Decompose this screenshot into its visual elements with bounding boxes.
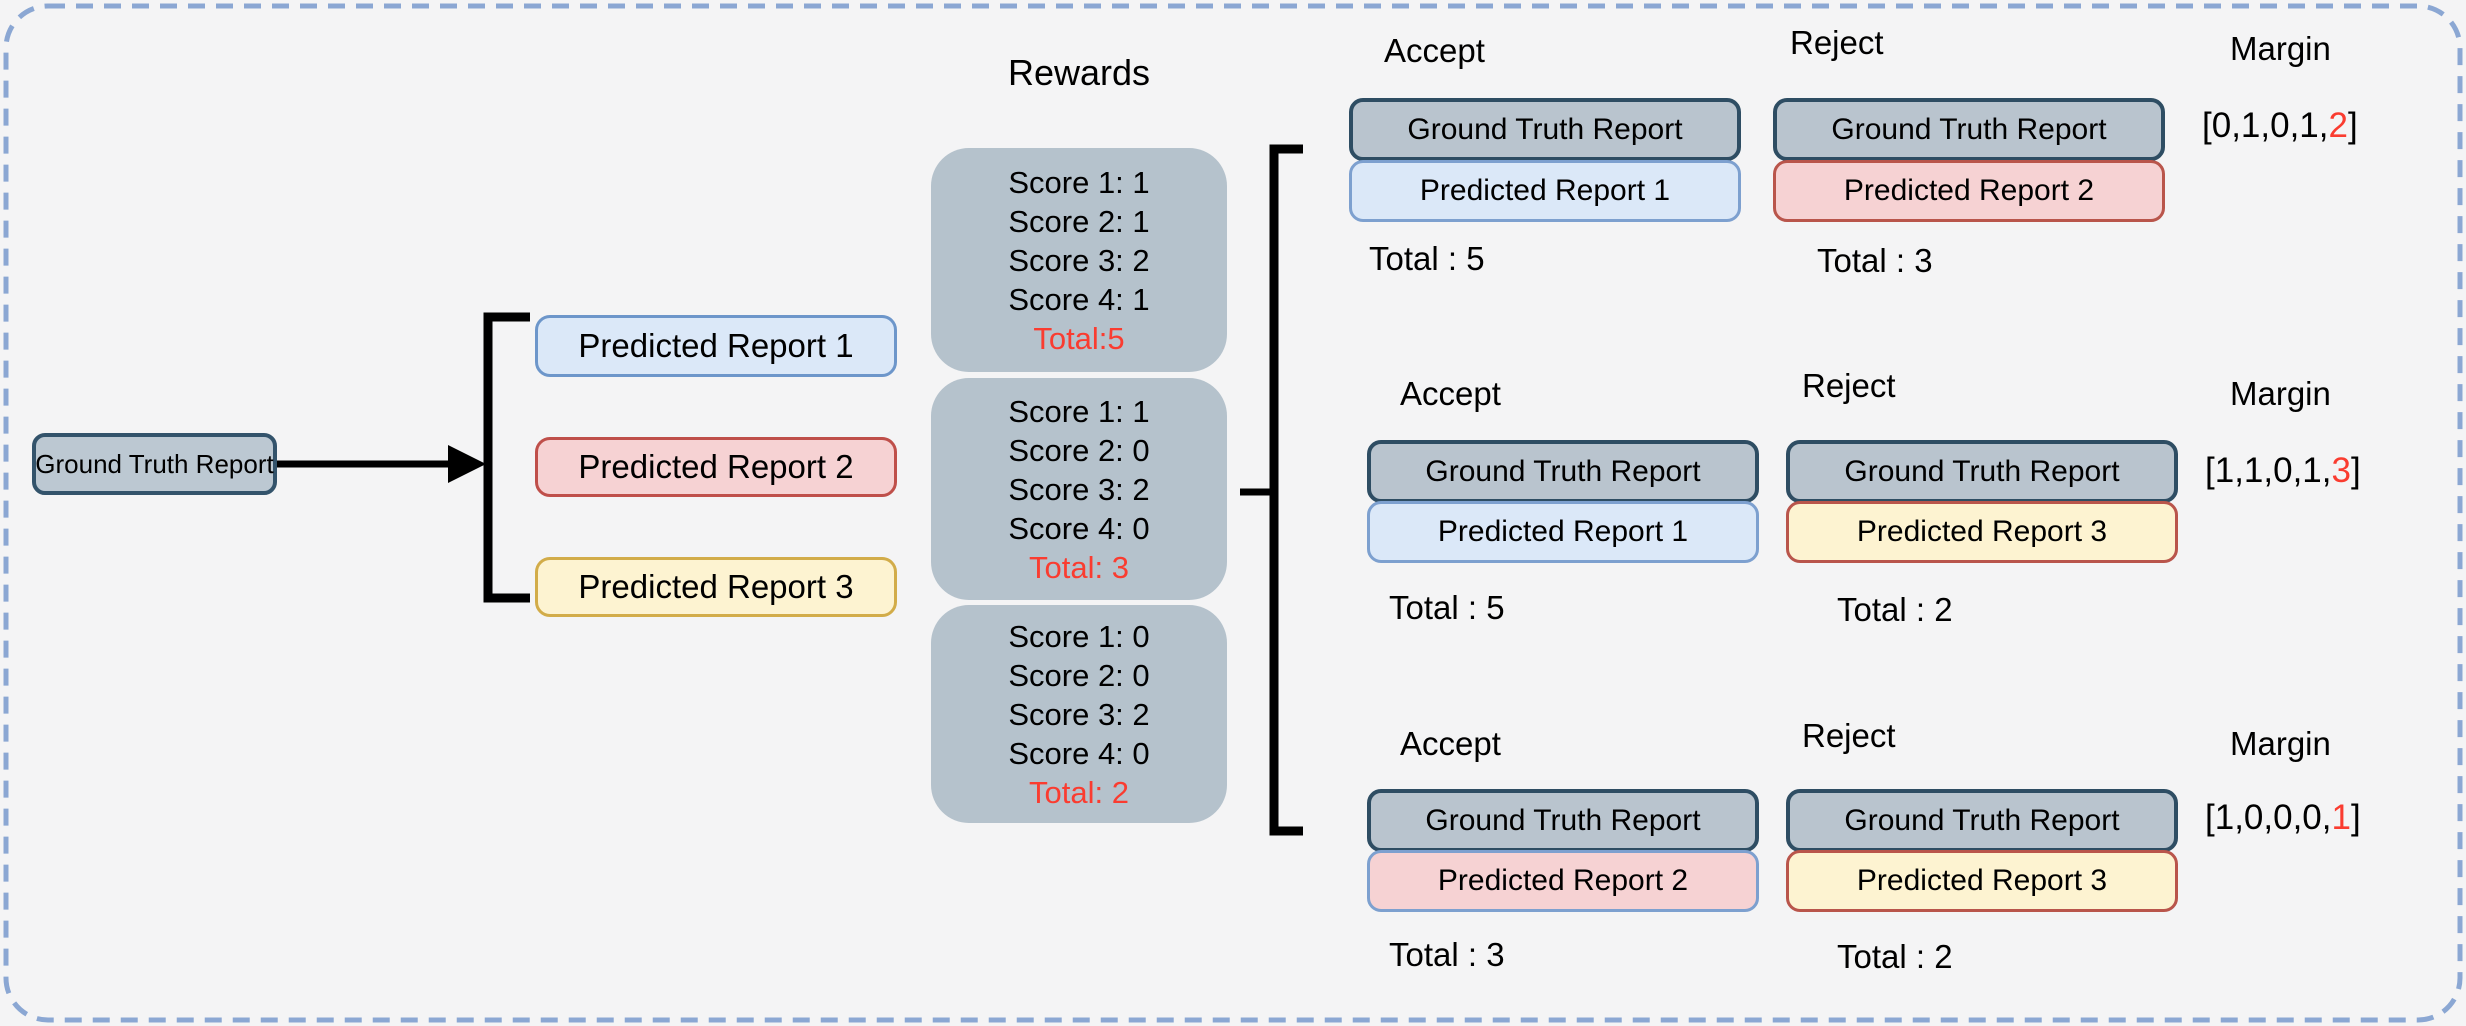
accept-pair-bottom-row1: Predicted Report 1 bbox=[1349, 160, 1741, 222]
score-line: Score 3: 2 bbox=[1008, 242, 1150, 278]
score-line: Score 3: 2 bbox=[1008, 471, 1150, 507]
reject-top-label: Ground Truth Report bbox=[1831, 112, 2107, 146]
accept-bottom-label: Predicted Report 1 bbox=[1437, 515, 1689, 548]
reject-pair-bottom-row1: Predicted Report 2 bbox=[1773, 160, 2165, 222]
margin-header-row1: Margin bbox=[2230, 30, 2331, 67]
reject-total-row3: Total : 2 bbox=[1837, 938, 1953, 975]
reject-header-row2: Reject bbox=[1802, 367, 1896, 404]
accept-pair-top-row2: Ground Truth Report bbox=[1367, 440, 1759, 503]
predicted-report-3-label: Predicted Report 3 bbox=[578, 568, 854, 605]
score-total: Total: 3 bbox=[1029, 549, 1129, 585]
score-line: Score 2: 1 bbox=[1008, 203, 1150, 239]
score-line: Score 1: 1 bbox=[1008, 164, 1150, 200]
margin-value-row3: [1,0,0,0,1] bbox=[2205, 798, 2361, 838]
score-total: Total: 2 bbox=[1029, 774, 1129, 810]
arrow-head-icon bbox=[448, 445, 486, 483]
predicted-report-1-node: Predicted Report 1 bbox=[535, 315, 897, 377]
score-line: Score 1: 1 bbox=[1008, 393, 1150, 429]
margin-value-row1: [0,1,0,1,2] bbox=[2202, 106, 2358, 146]
reject-pair-top-row2: Ground Truth Report bbox=[1786, 440, 2178, 503]
right-bracket bbox=[1269, 144, 1303, 836]
accept-total-row3: Total : 3 bbox=[1389, 936, 1505, 973]
predicted-report-1-label: Predicted Report 1 bbox=[578, 327, 854, 364]
accept-bottom-label: Predicted Report 2 bbox=[1437, 864, 1689, 897]
margin-header-row2: Margin bbox=[2230, 375, 2331, 412]
reward-box-2: Score 1: 1 Score 2: 0 Score 3: 2 Score 4… bbox=[931, 378, 1227, 600]
accept-header-row3: Accept bbox=[1400, 725, 1501, 762]
reject-bottom-label: Predicted Report 3 bbox=[1856, 515, 2108, 548]
reject-bottom-label: Predicted Report 2 bbox=[1843, 174, 2095, 207]
reject-pair-bottom-row2: Predicted Report 3 bbox=[1786, 501, 2178, 563]
reject-total-row2: Total : 2 bbox=[1837, 591, 1953, 628]
score-line: Score 4: 0 bbox=[1008, 735, 1150, 771]
accept-bottom-label: Predicted Report 1 bbox=[1419, 174, 1671, 207]
margin-value-row2: [1,1,0,1,3] bbox=[2205, 451, 2361, 491]
reject-pair-top-row1: Ground Truth Report bbox=[1773, 98, 2165, 161]
score-line: Score 4: 1 bbox=[1008, 281, 1150, 317]
reject-top-label: Ground Truth Report bbox=[1844, 803, 2120, 837]
reward-box-3: Score 1: 0 Score 2: 0 Score 3: 2 Score 4… bbox=[931, 605, 1227, 823]
score-line: Score 3: 2 bbox=[1008, 696, 1150, 732]
score-total: Total:5 bbox=[1033, 320, 1125, 356]
margin-prefix: [1,0,0,0, bbox=[2205, 798, 2332, 837]
ground-truth-label: Ground Truth Report bbox=[35, 448, 274, 479]
reject-bottom-label: Predicted Report 3 bbox=[1856, 864, 2108, 897]
reward-box-1: Score 1: 1 Score 2: 1 Score 3: 2 Score 4… bbox=[931, 148, 1227, 372]
reject-header-row3: Reject bbox=[1802, 717, 1896, 754]
predicted-report-2-label: Predicted Report 2 bbox=[578, 448, 854, 485]
accept-top-label: Ground Truth Report bbox=[1425, 454, 1701, 488]
accept-header-row1: Accept bbox=[1384, 32, 1485, 69]
accept-total-row2: Total : 5 bbox=[1389, 589, 1505, 626]
predicted-report-3-node: Predicted Report 3 bbox=[535, 557, 897, 617]
margin-suffix: ] bbox=[2350, 451, 2361, 490]
reject-pair-top-row3: Ground Truth Report bbox=[1786, 789, 2178, 852]
accept-pair-top-row3: Ground Truth Report bbox=[1367, 789, 1759, 852]
reject-pair-bottom-row3: Predicted Report 3 bbox=[1786, 850, 2178, 912]
score-line: Score 2: 0 bbox=[1008, 657, 1150, 693]
accept-pair-bottom-row2: Predicted Report 1 bbox=[1367, 501, 1759, 563]
margin-suffix: ] bbox=[2347, 106, 2358, 145]
reject-top-label: Ground Truth Report bbox=[1844, 454, 2120, 488]
accept-top-label: Ground Truth Report bbox=[1407, 112, 1683, 146]
reject-header-row1: Reject bbox=[1790, 24, 1884, 61]
score-line: Score 1: 0 bbox=[1008, 618, 1150, 654]
margin-prefix: [1,1,0,1, bbox=[2205, 451, 2332, 490]
margin-suffix: ] bbox=[2350, 798, 2361, 837]
score-line: Score 4: 0 bbox=[1008, 510, 1150, 546]
margin-red-digit: 3 bbox=[2331, 451, 2351, 490]
left-bracket bbox=[483, 312, 530, 603]
margin-red-digit: 2 bbox=[2328, 106, 2348, 145]
accept-top-label: Ground Truth Report bbox=[1425, 803, 1701, 837]
score-line: Score 2: 0 bbox=[1008, 432, 1150, 468]
predicted-report-2-node: Predicted Report 2 bbox=[535, 437, 897, 497]
ground-truth-node: Ground Truth Report bbox=[32, 433, 277, 495]
accept-header-row2: Accept bbox=[1400, 375, 1501, 412]
reject-total-row1: Total : 3 bbox=[1817, 242, 1933, 279]
rewards-title: Rewards bbox=[1007, 52, 1151, 93]
accept-total-row1: Total : 5 bbox=[1369, 240, 1485, 277]
margin-header-row3: Margin bbox=[2230, 725, 2331, 762]
accept-pair-bottom-row3: Predicted Report 2 bbox=[1367, 850, 1759, 912]
accept-pair-top-row1: Ground Truth Report bbox=[1349, 98, 1741, 161]
margin-red-digit: 1 bbox=[2331, 798, 2351, 837]
margin-prefix: [0,1,0,1, bbox=[2202, 106, 2329, 145]
